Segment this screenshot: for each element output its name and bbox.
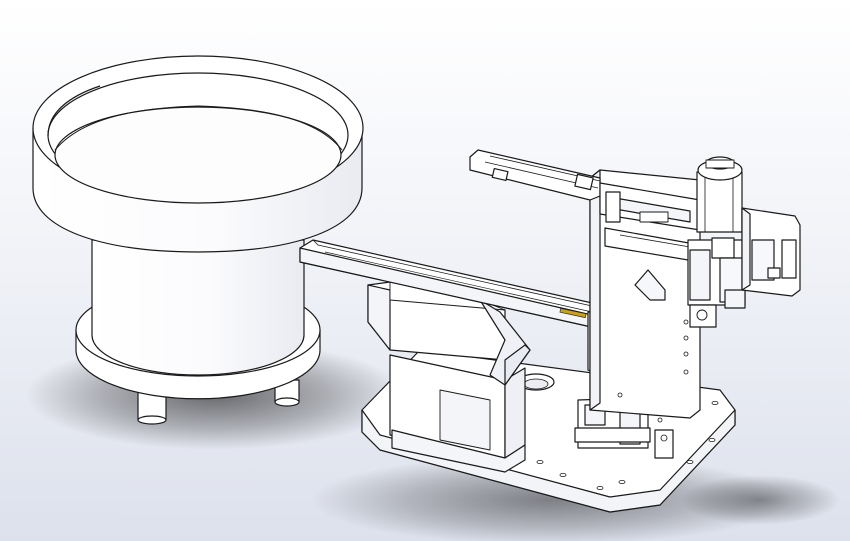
linear-feed-track[interactable] xyxy=(299,239,633,331)
vertical-air-cylinder[interactable] xyxy=(687,156,746,328)
bowl-inner-wall xyxy=(54,105,343,204)
side-mount-bracket[interactable] xyxy=(741,207,801,297)
linear-slide-unit[interactable] xyxy=(599,182,701,263)
cylinder-rod-end xyxy=(574,173,594,191)
base-plate-holes xyxy=(536,400,719,490)
vibratory-bowl-feeder[interactable] xyxy=(32,55,364,425)
frame-holes xyxy=(617,319,689,423)
linear-feeder-support[interactable] xyxy=(367,281,531,473)
horizontal-air-cylinder[interactable] xyxy=(469,149,601,201)
cylinder-fitting xyxy=(491,167,509,182)
slide-block-left xyxy=(605,191,621,223)
track-amber-marker xyxy=(559,308,587,318)
bowl-drive-body xyxy=(91,239,305,376)
